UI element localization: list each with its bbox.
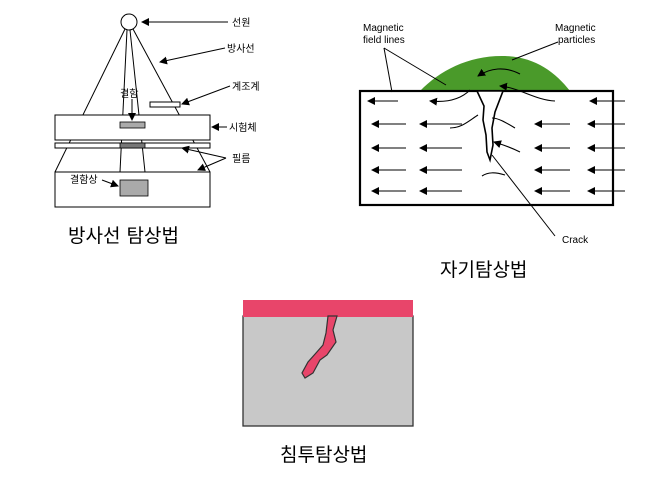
caption-radiography: 방사선 탐상법 — [68, 225, 179, 247]
label-source: 선원 — [232, 17, 250, 29]
label-film: 필름 — [232, 153, 250, 165]
field-arrows — [367, 68, 625, 195]
label-specimen: 시험체 — [229, 122, 257, 134]
caption-penetrant: 침투탐상법 — [280, 444, 367, 466]
label-crack: Crack — [562, 235, 589, 246]
label-indicator: 계조계 — [232, 81, 260, 93]
label-particles-2: particles — [558, 35, 595, 46]
penetrant-panel: 침투탐상법 — [242, 300, 414, 466]
defect-image — [119, 179, 149, 197]
magnetic-particles — [420, 55, 570, 91]
defect — [119, 121, 146, 129]
penetrameter — [149, 101, 181, 108]
penetrant-crack — [301, 315, 338, 379]
label-rays: 방사선 — [227, 43, 255, 55]
penetrant-layer — [243, 300, 413, 317]
radiation-source — [120, 13, 138, 31]
label-defect-image: 결함상 — [70, 174, 98, 186]
radiography-panel: 선원 방사선 계조계 결함 시험체 필름 결함상 방사선 탐상법 — [54, 13, 260, 247]
label-defect: 결함 — [120, 88, 138, 100]
label-field-lines-2: field lines — [363, 35, 405, 46]
label-field-lines-1: Magnetic — [363, 23, 404, 34]
caption-magnetic: 자기탐상법 — [440, 259, 527, 281]
magnetic-panel: Magnetic field lines Magnetic particles … — [358, 23, 625, 281]
label-particles-1: Magnetic — [555, 23, 596, 34]
crack — [475, 90, 505, 163]
